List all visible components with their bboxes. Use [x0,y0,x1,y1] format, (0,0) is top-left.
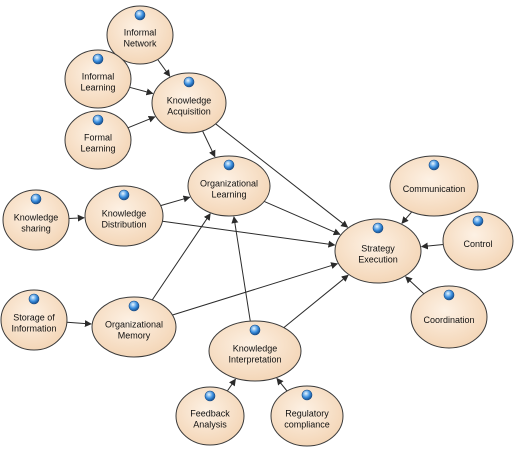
arrow-control-to-strategy-execution [420,242,444,250]
node-label: Control [463,239,492,249]
arrow-storage-of-information-to-organizational-memory [66,320,92,328]
node-label: Information [11,324,56,334]
status-indicator-icon [92,114,104,126]
node-label: Interpretation [228,355,281,365]
node-ellipse [64,49,132,109]
node-label: Acquisition [167,107,211,117]
node-ellipse [0,289,68,351]
node-label: Learning [80,83,115,93]
arrow-feedback-analysis-to-knowledge-interpretation [226,378,236,392]
status-indicator-icon [472,215,484,227]
nodes-layer: InformalNetworkInformalLearningFormalLea… [0,5,514,447]
node-label: Organizational [200,179,258,189]
node-label: Knowledge [167,96,212,106]
node-ellipse [410,285,488,349]
status-indicator-icon [428,159,440,171]
status-indicator-icon [128,300,140,312]
node-label: compliance [284,420,330,430]
status-indicator-icon [204,390,216,402]
status-indicator-icon [30,193,42,205]
node-label: Regulatory [285,409,329,419]
node-ellipse [442,211,514,271]
node-ellipse [208,320,302,382]
arrow-coordination-to-strategy-execution [405,276,425,295]
node-ellipse [84,185,164,247]
arrow-knowledge-interpretation-to-strategy-execution [283,274,349,328]
arrow-informal-network-to-knowledge-acquisition [157,59,171,77]
node-control[interactable]: Control [442,211,514,271]
node-label: Informal [124,28,157,38]
node-ellipse [151,72,227,134]
node-label: Execution [358,255,398,265]
status-indicator-icon [443,289,455,301]
arrow-formal-learning-to-knowledge-acquisition [127,115,156,129]
node-coordination[interactable]: Coordination [410,285,488,349]
arrow-organizational-learning-to-strategy-execution [264,200,341,236]
arrow-knowledge-distribution-to-organizational-learning [160,195,191,207]
node-label: Formal [84,133,112,143]
node-ellipse [334,218,422,284]
status-indicator-icon [301,389,313,401]
arrow-informal-learning-to-knowledge-acquisition [129,86,154,96]
node-ellipse [2,189,70,251]
node-label: Strategy [361,244,395,254]
edges-layer [66,59,444,392]
node-label: Informal [82,72,115,82]
arrow-knowledge-interpretation-to-organizational-learning [231,216,251,322]
arrow-organizational-memory-to-strategy-execution [172,262,339,316]
node-label: Learning [80,144,115,154]
node-label: Knowledge [14,213,59,223]
node-label: Network [123,39,157,49]
status-indicator-icon [134,9,146,21]
node-ellipse [175,386,245,446]
arrow-knowledge-distribution-to-strategy-execution [162,220,336,248]
node-ellipse [106,5,174,65]
node-label: Communication [403,184,466,194]
node-label: Storage of [13,313,55,323]
status-indicator-icon [183,76,195,88]
status-indicator-icon [372,222,384,234]
status-indicator-icon [92,53,104,65]
node-ellipse [389,155,479,217]
node-label: Feedback [190,409,230,419]
node-label: Knowledge [233,344,278,354]
node-ellipse [270,385,344,447]
arrow-knowledge-sharing-to-knowledge-distribution [68,214,85,222]
arrow-knowledge-acquisition-to-strategy-execution [215,123,349,228]
arrow-communication-to-strategy-execution [401,211,413,224]
status-indicator-icon [28,293,40,305]
node-ellipse [64,110,132,170]
node-label: Knowledge [102,209,147,219]
node-ellipse [187,155,271,217]
arrow-regulatory-compliance-to-knowledge-interpretation [276,377,288,392]
node-label: Coordination [423,315,474,325]
status-indicator-icon [223,159,235,171]
node-label: sharing [21,224,51,234]
node-label: Memory [118,331,151,341]
node-label: Distribution [101,220,146,230]
node-label: Analysis [193,420,227,430]
status-indicator-icon [118,189,130,201]
arrow-knowledge-acquisition-to-organizational-learning [202,130,216,158]
node-ellipse [91,296,177,358]
arrow-organizational-memory-to-organizational-learning [151,213,211,301]
node-communication[interactable]: Communication [389,155,479,217]
status-indicator-icon [249,324,261,336]
node-label: Learning [211,190,246,200]
node-label: Organizational [105,320,163,330]
